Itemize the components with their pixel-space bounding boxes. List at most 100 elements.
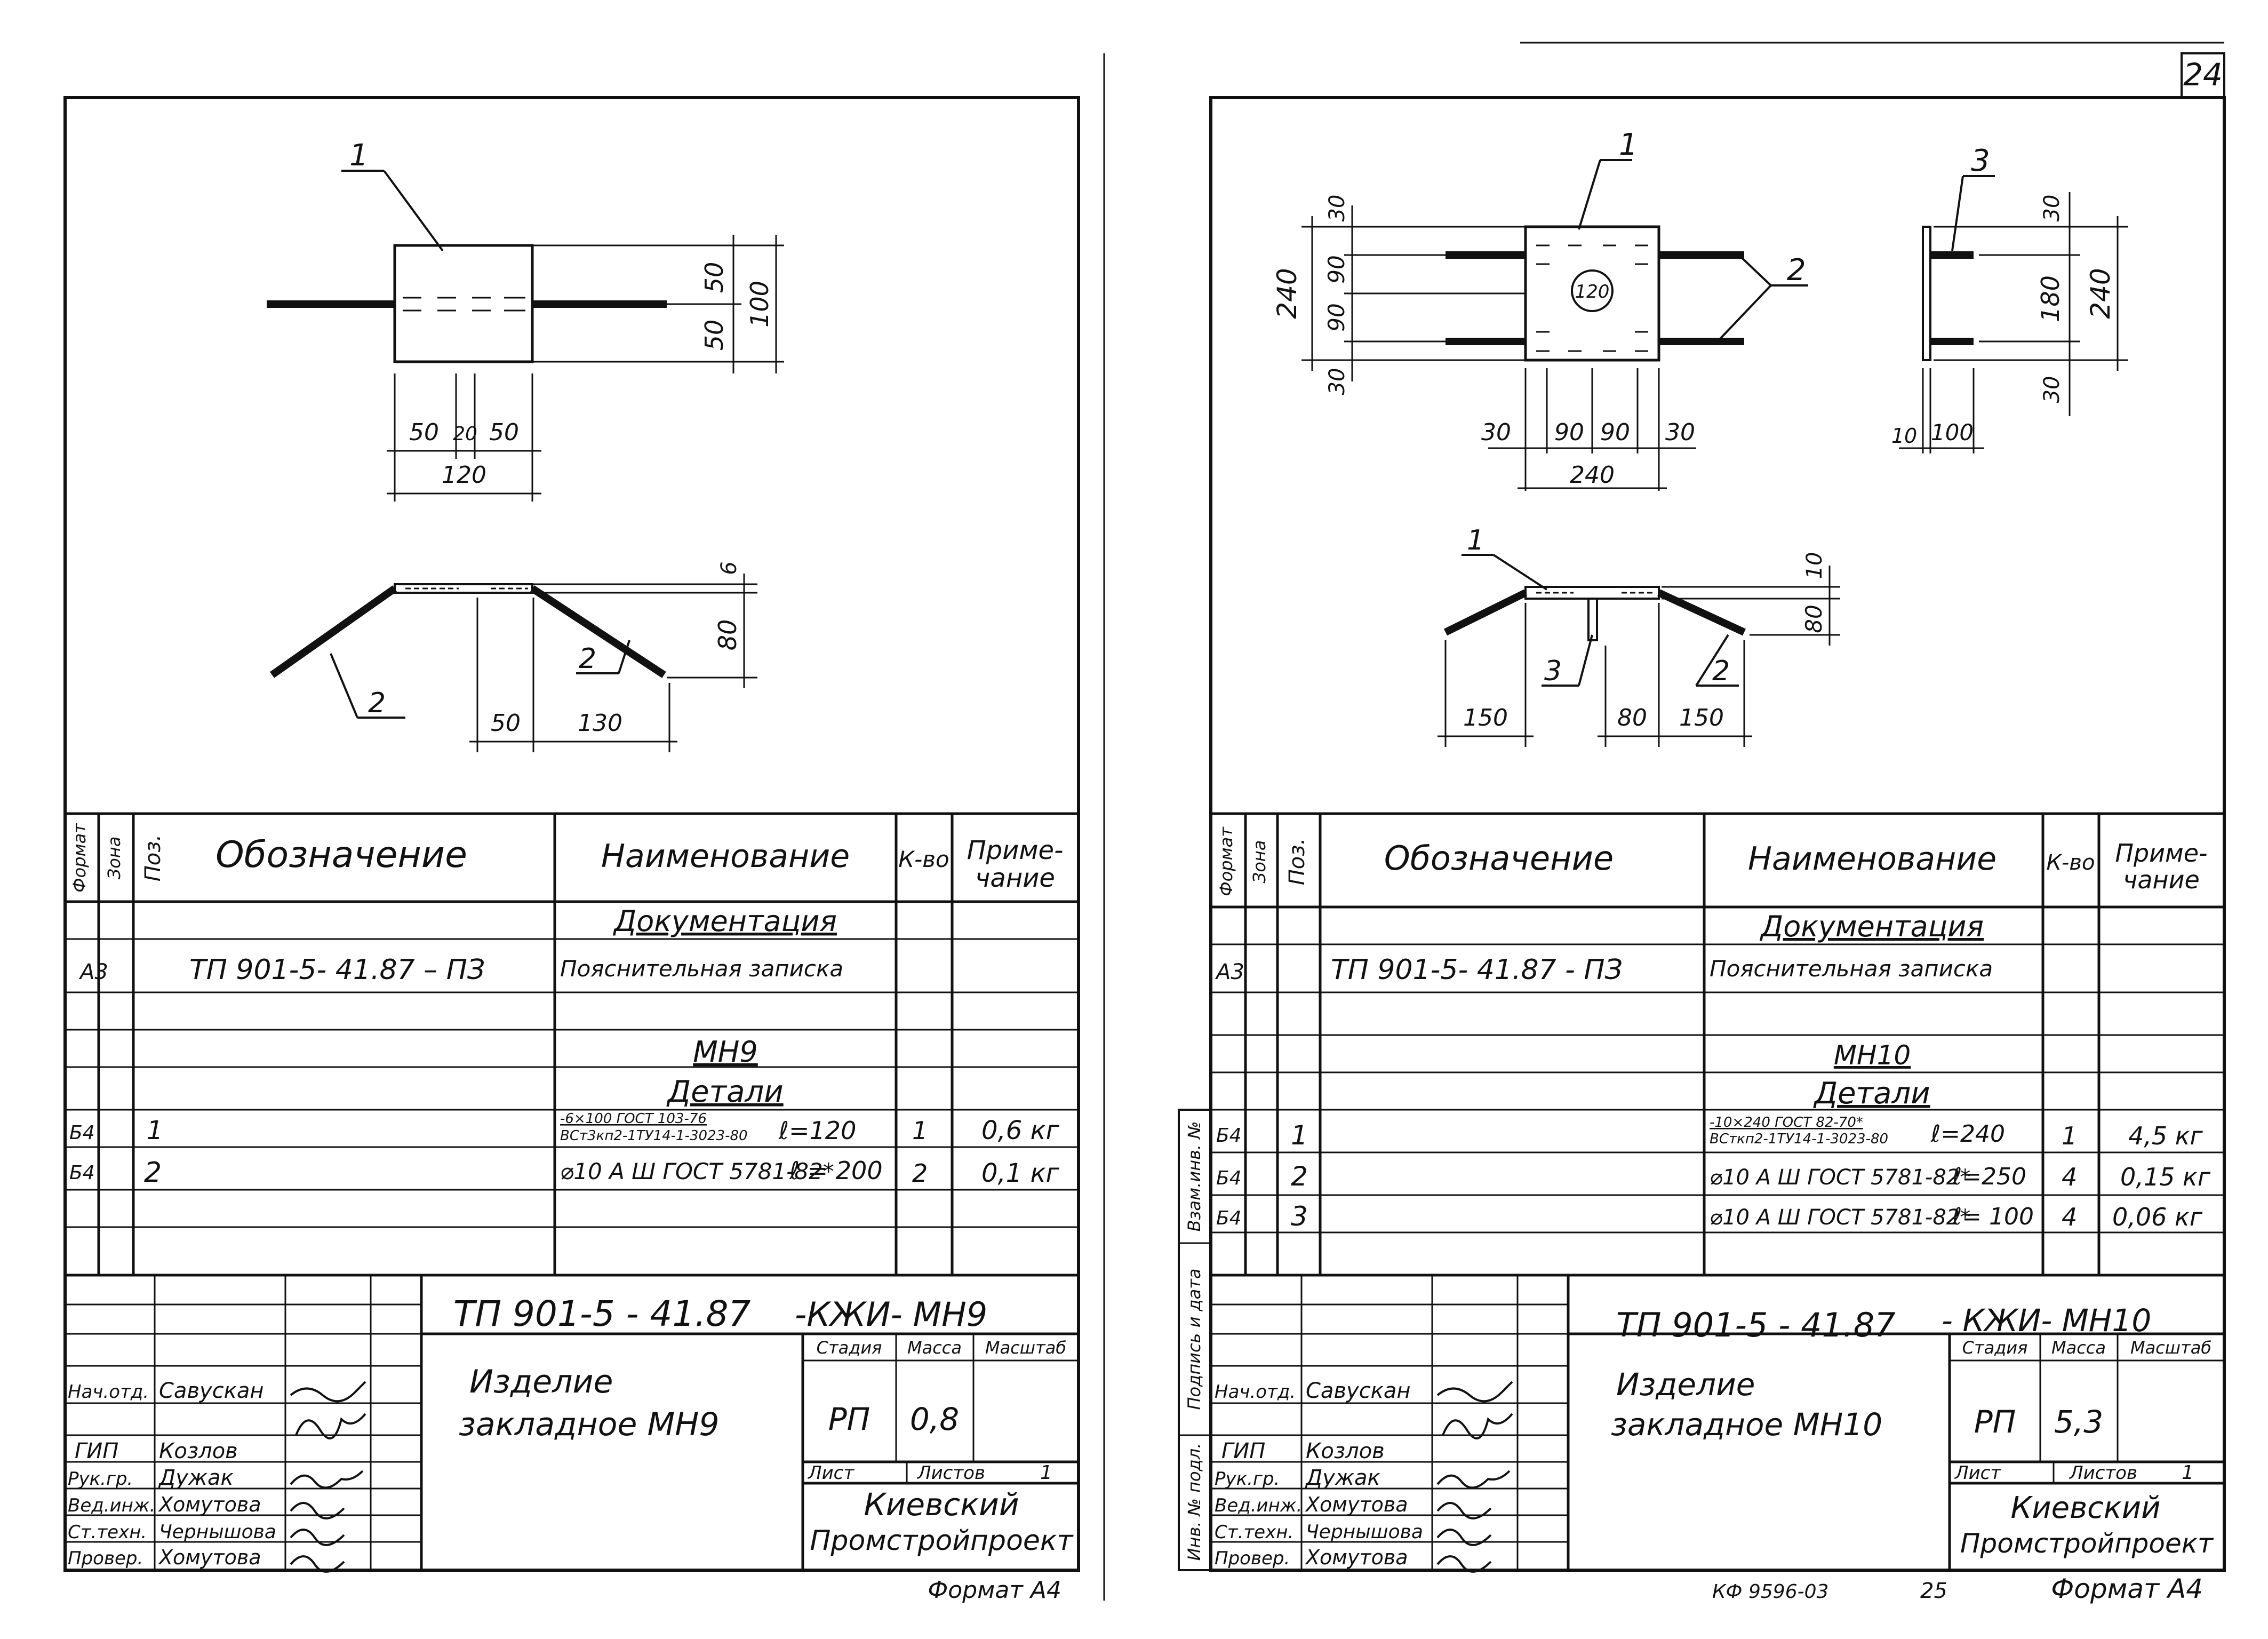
dim-80: 80 [713,619,742,651]
right-section-view: 1 3 2 10 80 150 80 150 [1438,524,1840,747]
row-pos: 1 [1291,1120,1308,1151]
dim-80-h: 80 [1617,704,1647,731]
staff-list: Нач.отд. Савускан ГИП Козлов Рук.гр. Дуж… [68,1379,276,1569]
header-note-line2: чание [2123,865,2200,894]
header-format: Формат [69,823,90,893]
mass-label: Масса [2051,1338,2106,1358]
callout-3a: 3 [1971,144,1990,178]
dim-150-l: 150 [1463,704,1508,731]
callout-2b: 2 [579,643,596,675]
side-stamp: Взам.инв. № Подпись и дата Инв. № подл. [1178,1109,1212,1571]
row-qty: 4 [2062,1163,2077,1191]
row-qty: 2 [912,1159,928,1188]
header-name: Наименование [1748,840,1997,878]
title-code: ТП 901-5 - 41.87 [1616,1306,1896,1344]
header-pos: Поз. [1285,838,1309,886]
archive-page: 25 [1920,1579,1947,1603]
row-name-line1: ⌀10 А Ш ГОСТ 5781-82* [1710,1165,1970,1190]
staff-name: Чернышова [159,1521,276,1543]
archive-code: КФ 9596-03 [1712,1581,1828,1603]
side-30-bottom: 30 [2040,376,2064,403]
table-row: Б4 2 ⌀10 А Ш ГОСТ 5781-82* ℓ = 200 2 0,1… [69,1156,1060,1189]
format-note: Формат А4 [928,1577,1061,1604]
staff-name: Хомутова [1305,1493,1408,1516]
left-section-view: 2 2 6 80 50 130 [269,561,757,752]
row-format: Б4 [1216,1125,1242,1147]
org-line1: Киевский [864,1486,1019,1523]
staff-name: Хомутова [1305,1546,1408,1569]
staff-name: Хомутова [158,1546,261,1569]
dim-80-v: 80 [1801,604,1827,633]
dim-50-top: 50 [700,262,729,293]
staff-list: Нач.отд. Савускан ГИП Козлов Рук.гр. Дуж… [1215,1379,1423,1569]
dim-30-top: 30 [1325,195,1349,222]
staff-role: Вед.инж. [1215,1495,1302,1516]
doc-name: Пояснительная записка [560,956,843,982]
row-name-line1: ⌀10 А Ш ГОСТ 5781-82* [560,1158,834,1184]
item-line2: закладное МН9 [459,1406,720,1443]
dim-120: 120 [442,462,486,489]
doc-format: А3 [78,960,108,984]
header-name: Наименование [601,838,850,875]
stage-value: РП [828,1401,871,1437]
header-qty: К-во [2047,850,2095,875]
row-name-line2: ВСткп2-1ТУ14-1-3023-80 [1710,1131,1888,1147]
stage-label: Стадия [1962,1338,2028,1358]
row-format: Б4 [1216,1167,1242,1189]
dim-30-h-r: 30 [1665,419,1695,446]
header-note-line1: Приме- [2115,839,2207,868]
staff-role: Провер. [68,1548,143,1569]
staff-role: Нач.отд. [1215,1381,1296,1403]
callout-1a: 1 [1619,128,1638,162]
item-line1: Изделие [469,1363,613,1401]
header-designation: Обозначение [1384,839,1614,878]
section-parts: Детали [1812,1076,1930,1111]
staff-role: Рук.гр. [1215,1468,1280,1490]
dim-240-h: 240 [1570,462,1615,489]
stage-label: Стадия [817,1338,882,1358]
header-note-line1: Приме- [967,836,1064,865]
sheets-value: 1 [2182,1462,2194,1484]
sheets-label: Листов [2069,1462,2137,1484]
stamp-sign: Подпись и дата [1184,1268,1204,1410]
doc-name: Пояснительная записка [1710,956,1993,982]
header-zone: Зона [104,837,124,880]
row-length: ℓ = 200 [789,1156,883,1185]
dim-90-a: 90 [1323,255,1349,283]
callout-2b: 2 [1712,655,1730,687]
table-row: Б4 3 ⌀10 А Ш ГОСТ 5781-82* ℓ= 100 4 0,06… [1216,1201,2203,1232]
right-plan-view: 120 1 2 240 30 90 90 [1272,128,1808,491]
row-pos: 2 [144,1157,162,1189]
doc-format: А3 [1215,960,1244,984]
stamp-inv: Инв. № подл. [1184,1443,1204,1561]
dim-20: 20 [453,423,477,445]
staff-name: Козлов [1306,1439,1385,1463]
dim-10: 10 [1802,552,1827,579]
side-180: 180 [2036,275,2065,322]
header-note: Приме-чание [2115,839,2207,894]
row-note: 4,5 кг [2128,1121,2203,1150]
dim-50-side: 50 [491,710,521,737]
circle-label: 120 [1575,281,1610,303]
callout-2a: 2 [368,687,386,719]
side-100: 100 [1931,419,1974,445]
staff-role: ГИП [75,1439,118,1463]
mass-value: 0,8 [910,1401,959,1437]
left-plan-view: 1 50 50 100 50 20 50 120 [267,138,784,502]
row-format: Б4 [69,1162,95,1184]
doc-designation: ТП 901-5- 41.87 - ПЗ [1331,954,1623,986]
section-parts: Детали [666,1075,783,1109]
doc-designation: ТП 901-5- 41.87 – ПЗ [189,954,485,986]
stamp-replace: Взам.инв. № [1184,1121,1204,1231]
table-row: Б4 2 ⌀10 А Ш ГОСТ 5781-82* ℓ=250 4 0,15 … [1216,1161,2211,1192]
sheet-label: Лист [807,1462,855,1484]
dim-90-h-a: 90 [1554,419,1584,446]
item-line1: Изделие [1616,1366,1755,1403]
sheets-value: 1 [1040,1462,1052,1484]
row-name-line2: ВСт3кп2-1ТУ14-1-3023-80 [560,1128,748,1144]
row-pos: 3 [1291,1201,1308,1232]
row-length: ℓ= 100 [1952,1203,2034,1230]
staff-name: Дужак [158,1466,234,1490]
section-docs: Документация [1760,910,1984,943]
